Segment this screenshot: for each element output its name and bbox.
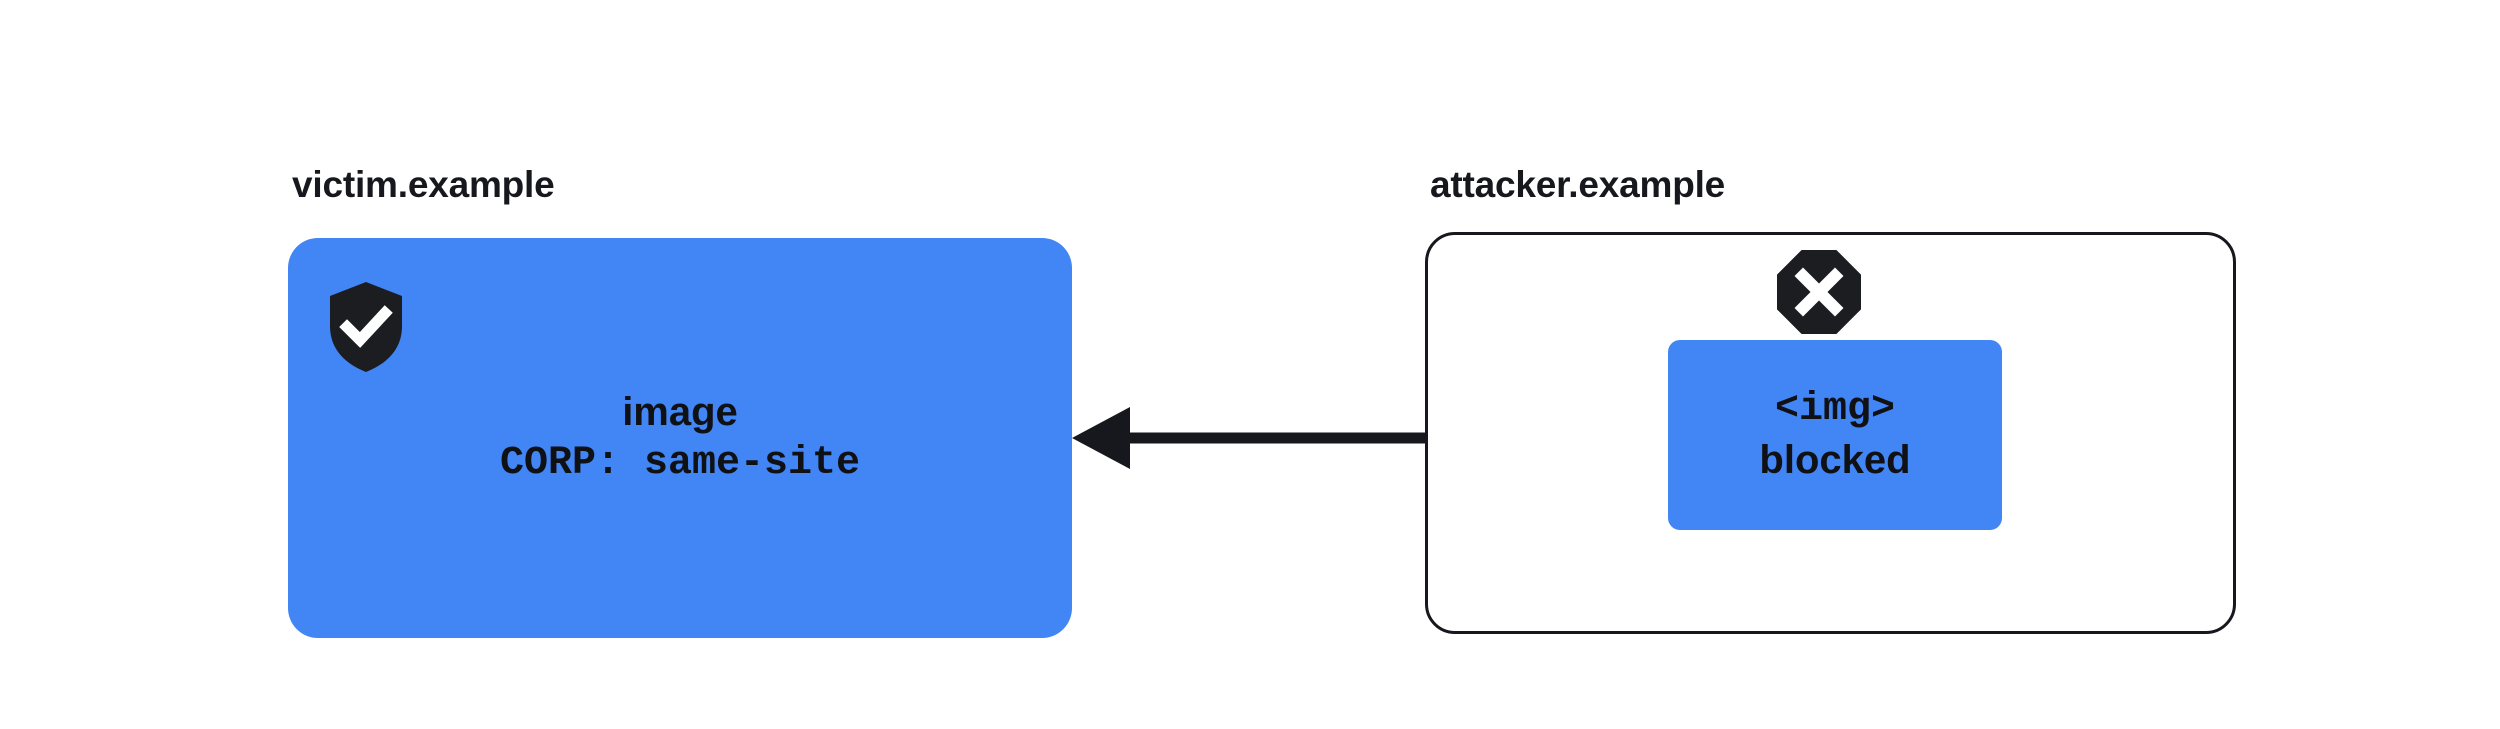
victim-card-text: image CORP: same-site <box>288 238 1072 638</box>
victim-resource-name: image <box>622 390 738 434</box>
shield-check-icon <box>330 282 402 372</box>
victim-corp-header: CORP: same-site <box>499 441 861 486</box>
attacker-img-tag: <img> <box>1774 387 1896 432</box>
octagon-x-icon <box>1777 250 1861 334</box>
victim-domain-label: victim.example <box>292 164 555 205</box>
attacker-img-element-box: <img> blocked <box>1668 340 2002 530</box>
victim-resource-card: image CORP: same-site <box>288 238 1072 638</box>
attacker-domain-label: attacker.example <box>1430 164 1726 205</box>
attacker-blocked-status: blocked <box>1759 438 1911 482</box>
